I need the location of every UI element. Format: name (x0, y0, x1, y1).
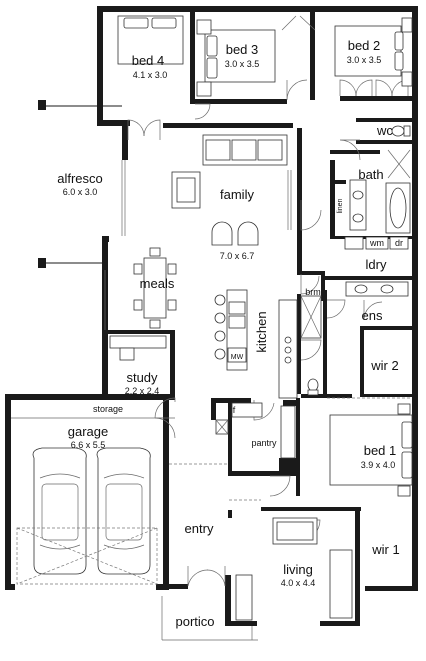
kitchen-label: kitchen (254, 311, 269, 352)
bed4-label: bed 4 (132, 53, 165, 68)
ensuite-fixtures (300, 281, 409, 396)
laundry-fixtures (344, 236, 409, 250)
wm-label: wm (369, 238, 384, 248)
linen-label: linen (337, 199, 344, 214)
entry-label: entry (185, 521, 214, 536)
family-armchairs (211, 221, 259, 246)
family-sofa (202, 134, 288, 166)
alfresco-label: alfresco (57, 171, 103, 186)
family-dim: 7.0 x 6.7 (220, 251, 255, 261)
portico-label: portico (175, 614, 214, 629)
kitchen-island (214, 289, 248, 371)
alfresco-area (38, 100, 126, 330)
wc-toilet (391, 125, 411, 137)
living-label: living (283, 562, 313, 577)
fridge-label: f (233, 405, 236, 415)
meals-label: meals (140, 276, 175, 291)
study-desk (109, 335, 167, 361)
bed1-dim: 3.9 x 4.0 (361, 460, 396, 470)
study-dim: 2.2 x 2.4 (125, 386, 160, 396)
bed3-bed (196, 19, 276, 97)
wir1-label: wir 1 (371, 542, 399, 557)
living-dim: 4.0 x 4.4 (281, 578, 316, 588)
garage-label: garage (68, 424, 108, 439)
bed4-bed (117, 15, 184, 65)
family-label: family (220, 187, 254, 202)
bed2-dim: 3.0 x 3.5 (347, 55, 382, 65)
bed3-label: bed 3 (226, 42, 259, 57)
wir2-label: wir 2 (370, 358, 398, 373)
family-tv-unit (287, 170, 292, 230)
bed4-dim: 4.1 x 3.0 (133, 70, 168, 80)
fridge (215, 419, 229, 435)
kitchen-bench (278, 299, 298, 399)
bath-label: bath (358, 167, 383, 182)
pantry-label: pantry (251, 438, 277, 448)
ldry-label: ldry (366, 257, 387, 272)
ens-label: ens (362, 308, 383, 323)
storage-label: storage (93, 404, 123, 414)
mw-label: MW (231, 354, 244, 361)
bed1-label: bed 1 (364, 443, 397, 458)
room-labels: bed 4 4.1 x 3.0 bed 3 3.0 x 3.5 bed 2 3.… (57, 38, 403, 629)
garage-cars (32, 447, 151, 575)
doors (127, 15, 409, 587)
alfresco-dim: 6.0 x 3.0 (63, 187, 98, 197)
family-chair (171, 171, 201, 209)
bed1-bed (329, 403, 413, 497)
bath-fixtures (349, 149, 411, 234)
pantry-shelves (231, 402, 296, 459)
living-sofa (235, 517, 353, 621)
bed2-label: bed 2 (348, 38, 381, 53)
garage-markings (11, 417, 163, 585)
bed2-bed (334, 17, 413, 87)
garage-dim: 6.6 x 5.5 (71, 440, 106, 450)
corridor-markings (169, 397, 412, 501)
brm-label: brm (305, 287, 321, 297)
study-label: study (126, 370, 158, 385)
walls (5, 6, 418, 626)
dr-label: dr (395, 238, 403, 248)
wc-label: wc (376, 123, 393, 138)
bed3-dim: 3.0 x 3.5 (225, 59, 260, 69)
portico-area (161, 511, 258, 641)
meals-table (133, 247, 177, 329)
